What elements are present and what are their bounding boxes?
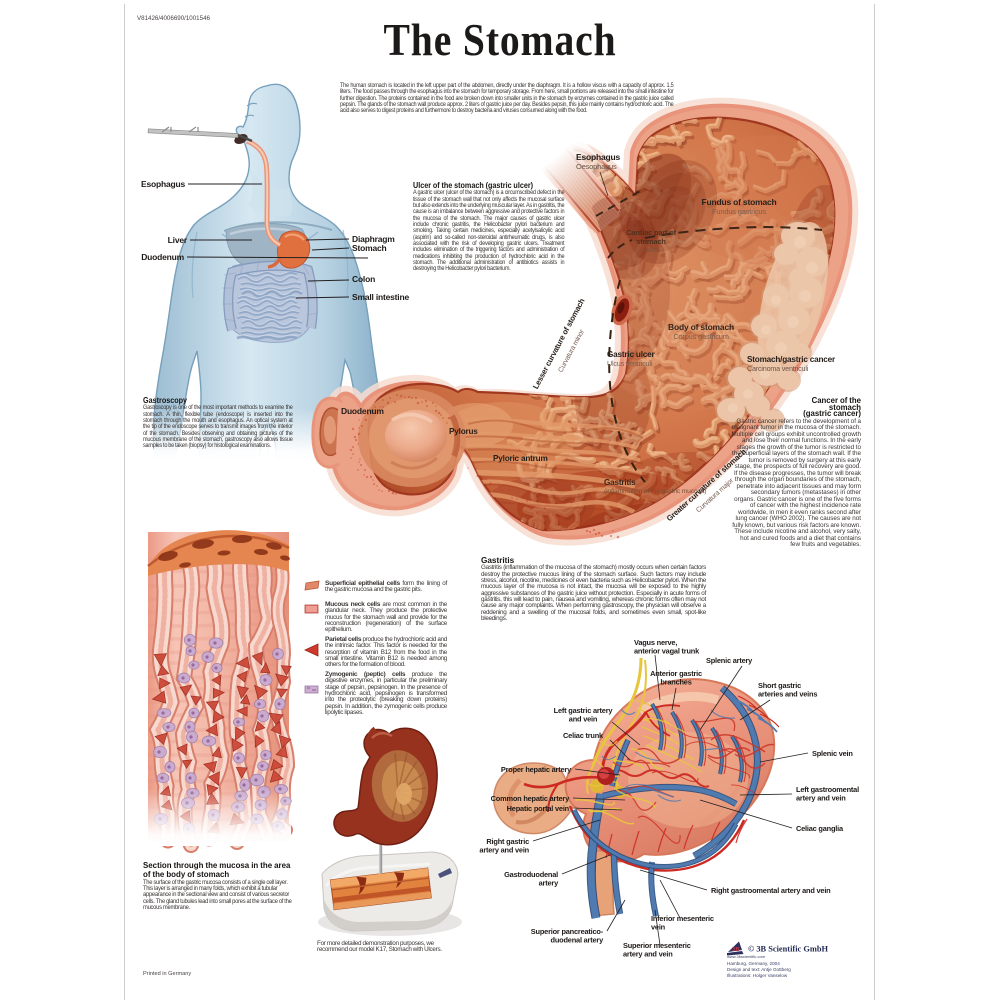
svg-text:branches: branches (660, 678, 691, 687)
svg-text:Esophagus: Esophagus (141, 179, 185, 189)
svg-text:Right gastroomental artery and: Right gastroomental artery and vein (711, 886, 831, 895)
svg-text:Splenic artery: Splenic artery (706, 656, 753, 665)
svg-text:Esophagus: Esophagus (576, 152, 620, 162)
svg-text:Pylorus: Pylorus (449, 427, 478, 436)
svg-text:Short gastric: Short gastric (758, 681, 801, 690)
svg-text:Gastritis: Gastritis (604, 478, 636, 487)
svg-text:Small intestine: Small intestine (352, 292, 409, 302)
svg-text:artery and vein: artery and vein (623, 950, 673, 959)
svg-text:Design and text: Antje Gottber: Design and text: Antje Gottberg (727, 967, 791, 972)
svg-text:Corpus gastricum: Corpus gastricum (673, 332, 729, 341)
svg-text:Proper hepatic artery: Proper hepatic artery (501, 765, 572, 774)
svg-text:Celiac ganglia: Celiac ganglia (796, 824, 844, 833)
svg-text:and vein: and vein (569, 715, 598, 724)
svg-text:Fundus of stomach: Fundus of stomach (702, 197, 777, 207)
svg-text:artery and vein: artery and vein (796, 794, 846, 803)
svg-text:Celiac trunk: Celiac trunk (563, 731, 604, 740)
svg-text:Common hepatic artery: Common hepatic artery (491, 794, 570, 803)
svg-text:stomach: stomach (636, 237, 666, 246)
svg-text:Oesophagus: Oesophagus (576, 162, 617, 171)
svg-text:Cardiac part of: Cardiac part of (626, 228, 677, 237)
svg-text:Right gastric: Right gastric (486, 837, 529, 846)
svg-text:Duodenum: Duodenum (141, 252, 184, 262)
svg-text:Vagus nerve,: Vagus nerve, (634, 638, 677, 647)
svg-text:Diaphragm: Diaphragm (352, 234, 395, 244)
svg-text:Hepatic portal vein: Hepatic portal vein (507, 804, 570, 813)
svg-text:Hamburg, Germany, 2004: Hamburg, Germany, 2004 (727, 961, 780, 966)
svg-text:Left gastric artery: Left gastric artery (554, 706, 614, 715)
svg-text:Anterior gastric: Anterior gastric (650, 669, 702, 678)
svg-text:vein: vein (651, 923, 666, 932)
svg-text:Gastroduodenal: Gastroduodenal (504, 870, 558, 879)
svg-text:anterior vagal trunk: anterior vagal trunk (634, 647, 700, 656)
svg-text:Splenic vein: Splenic vein (812, 749, 853, 758)
svg-text:Gastric ulcer: Gastric ulcer (607, 350, 655, 359)
svg-text:Fundus gastricus: Fundus gastricus (712, 207, 766, 216)
svg-text:Duodenum: Duodenum (341, 406, 384, 416)
svg-text:Stomach/gastric cancer: Stomach/gastric cancer (747, 355, 836, 364)
svg-text:Body of stomach: Body of stomach (668, 322, 734, 332)
svg-text:Superior pancreatico-: Superior pancreatico- (531, 927, 604, 936)
svg-text:Stomach: Stomach (352, 243, 387, 253)
svg-text:Carcinoma ventriculi: Carcinoma ventriculi (747, 364, 809, 373)
svg-text:artery: artery (539, 879, 559, 888)
svg-text:Pyloric antrum: Pyloric antrum (493, 454, 548, 463)
svg-text:Ulcus ventriculi: Ulcus ventriculi (607, 359, 653, 368)
svg-text:Inferior mesenteric: Inferior mesenteric (651, 914, 714, 923)
svg-text:3B: 3B (732, 946, 740, 953)
svg-text:www.3bscientific.com: www.3bscientific.com (727, 954, 766, 959)
svg-text:Cardia: Cardia (642, 247, 661, 254)
svg-text:duodenal artery: duodenal artery (551, 936, 605, 945)
svg-text:Illustrations: Holger Vanselow: Illustrations: Holger Vanselow (727, 973, 788, 978)
svg-text:Left gastroomental: Left gastroomental (796, 785, 859, 794)
svg-text:artery and vein: artery and vein (479, 846, 529, 855)
svg-text:© 3B Scientific GmbH: © 3B Scientific GmbH (748, 945, 828, 954)
svg-text:Superior mesenteric: Superior mesenteric (623, 941, 691, 950)
svg-text:Colon: Colon (352, 274, 375, 284)
svg-text:(inflammation of the gastric m: (inflammation of the gastric mucosa) (604, 488, 706, 495)
svg-text:Liver: Liver (168, 235, 188, 245)
svg-text:arteries and veins: arteries and veins (758, 690, 817, 699)
